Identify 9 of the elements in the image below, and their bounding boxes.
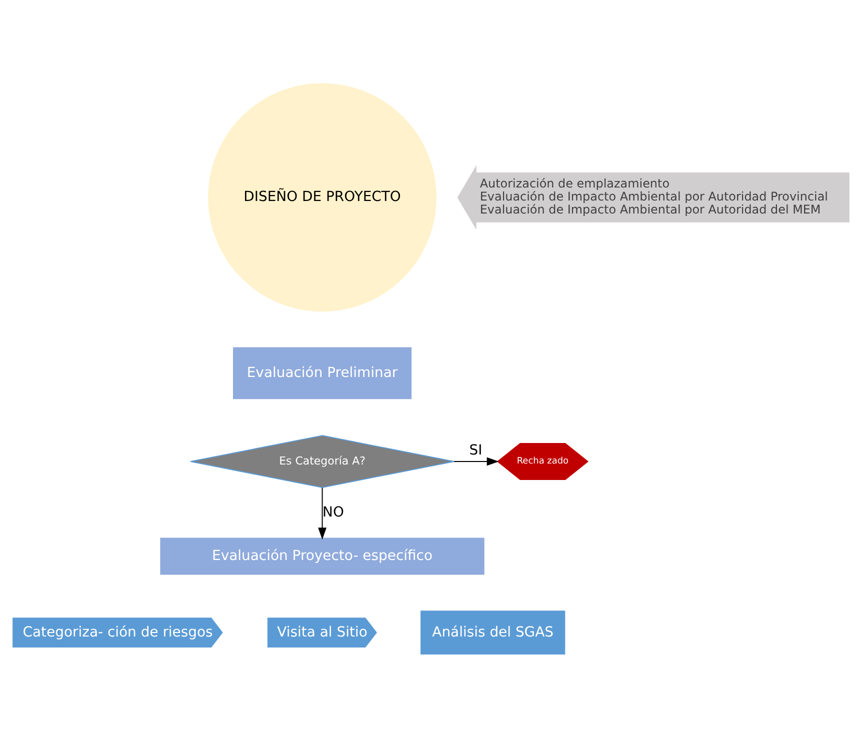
node-box: Evaluación Preliminar — [233, 346, 412, 399]
node-diamond: Es Categoría A? — [190, 434, 454, 488]
node-box: Análisis del SGAS — [420, 610, 566, 654]
arrow — [454, 456, 499, 466]
arrow — [318, 486, 326, 540]
edge-label: SI — [469, 442, 482, 458]
edge-label: NO — [322, 504, 344, 520]
node-box: Evaluación Proyecto- específico — [160, 537, 484, 574]
node-circle: DISEÑO DE PROYECTO — [208, 82, 436, 312]
